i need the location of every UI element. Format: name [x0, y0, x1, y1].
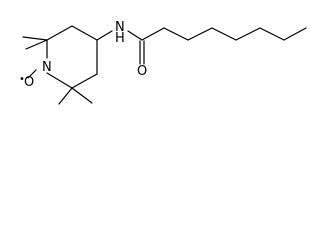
nitroxyl-oxygen-label: O [24, 75, 34, 90]
bond-c2-methyl-down [25, 39, 48, 50]
bond-chain-5 [235, 27, 261, 41]
bond-chain-3 [187, 27, 213, 41]
bond-chain-1 [141, 27, 165, 41]
ring-nitrogen-label: N [42, 60, 52, 75]
nitroxyl-bond [27, 69, 37, 79]
bond-n1-c6 [46, 72, 73, 89]
bond-c6-methyl-left [58, 87, 73, 105]
amide-and-chain-bonds [96, 27, 307, 65]
gem-dimethyl-bonds [22, 36, 93, 105]
bond-chain-4 [211, 27, 237, 41]
radical-dot: • [19, 74, 25, 85]
carbonyl-oxygen-label: O [137, 64, 147, 79]
amide-hydrogen-label: H [115, 31, 125, 46]
bond-chain-2 [163, 27, 189, 41]
bond-c4-c3 [71, 25, 98, 41]
bond-c4-nh [96, 30, 113, 41]
bond-c2-methyl-left [22, 36, 48, 41]
piperidine-ring-bonds [46, 25, 98, 89]
bond-c3-c2 [46, 25, 73, 41]
bond-chain-7 [283, 27, 307, 41]
atom-labels: N • O N H O [19, 20, 147, 90]
bond-chain-6 [259, 27, 285, 41]
chemical-structure: N • O N H O [19, 20, 307, 105]
bond-nh-carbonyl [127, 30, 143, 41]
bond-n1-oxygen [27, 69, 37, 79]
bond-c6-c5 [71, 73, 98, 89]
amide-nitrogen-label: N [115, 20, 125, 35]
bond-c6-methyl-right [71, 87, 93, 104]
